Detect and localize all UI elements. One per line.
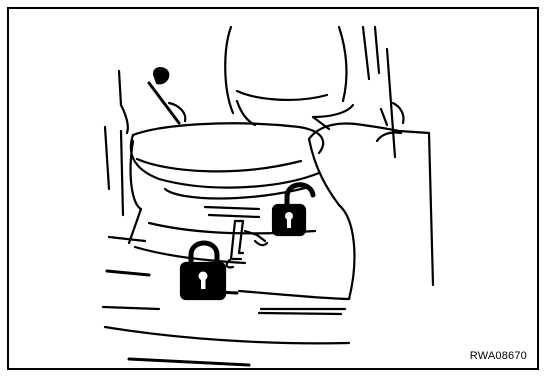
unlocked-padlock-icon xyxy=(273,185,313,235)
right-console xyxy=(309,103,433,299)
joystick-lever-icon xyxy=(149,68,185,123)
operator-seat-icon xyxy=(131,117,329,209)
locked-padlock-icon xyxy=(181,243,225,299)
seat-back xyxy=(225,27,353,125)
seat-illustration xyxy=(9,9,539,370)
lock-lever-icon xyxy=(227,221,267,267)
figure-frame: RWA08670 xyxy=(7,7,539,370)
figure-code: RWA08670 xyxy=(470,350,527,362)
